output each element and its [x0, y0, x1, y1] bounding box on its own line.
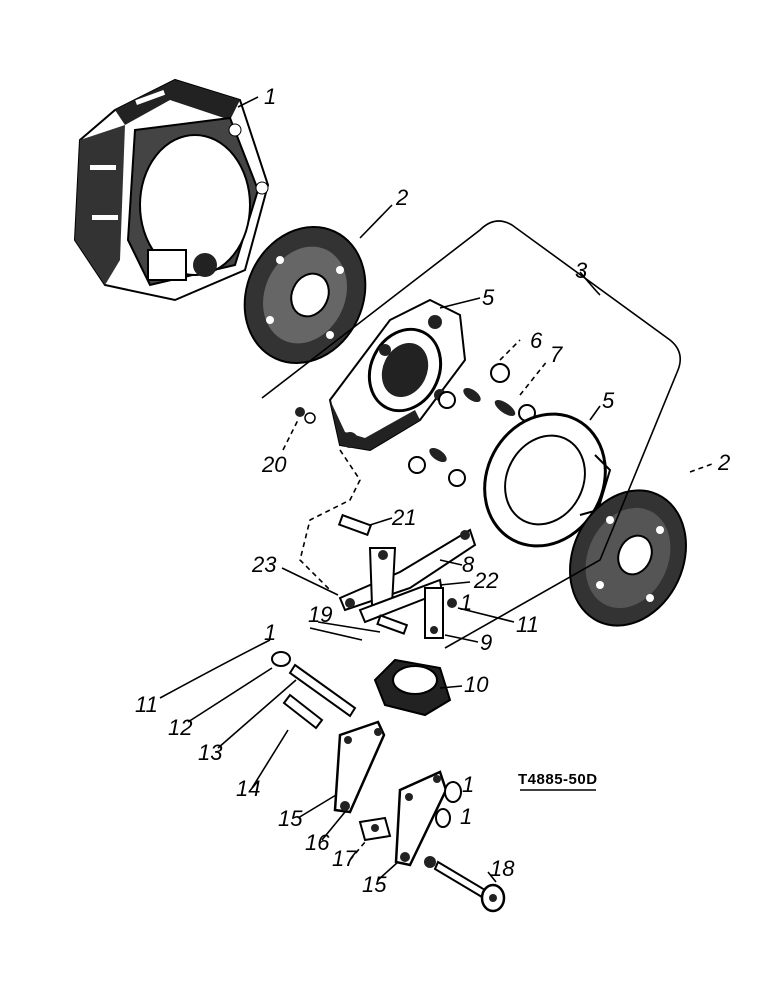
drawing-code: T4885-50D [518, 771, 598, 788]
pressure-plate-lower [483, 412, 612, 548]
callout-20: 20 [261, 452, 287, 477]
pins-12-13-14 [271, 651, 357, 730]
plate-15-lower [394, 770, 506, 913]
callout-11-right: 11 [516, 612, 539, 637]
callout-7: 7 [550, 342, 563, 367]
housing-part [73, 78, 270, 302]
callout-21: 21 [391, 505, 416, 530]
callout-5-upper-plate: 5 [482, 285, 495, 310]
callout-1-washer-b: 1 [460, 804, 472, 829]
balls-and-springs [295, 363, 536, 487]
callout-8: 8 [462, 552, 475, 577]
callout-5-lower-plate: 5 [602, 388, 615, 413]
callout-13: 13 [198, 740, 223, 765]
callout-19: 19 [308, 602, 332, 627]
callout-2-right-disc: 2 [717, 450, 730, 475]
callout-6: 6 [530, 328, 543, 353]
callout-3-bracket: 3 [575, 258, 588, 283]
friction-disc-left [243, 225, 367, 365]
callout-labels: 1 2 3 5 6 7 5 2 20 21 23 8 22 19 1 11 9 … [135, 84, 730, 897]
plate-15-upper [333, 720, 392, 842]
callout-1-mid: 1 [460, 590, 472, 615]
callout-11-left: 11 [135, 692, 158, 717]
callout-12: 12 [168, 715, 192, 740]
callout-10: 10 [464, 672, 489, 697]
linkage-assembly [338, 528, 477, 639]
pressure-plate-upper [328, 298, 467, 452]
callout-22: 22 [473, 568, 498, 593]
leader-lines [159, 96, 713, 883]
callout-16: 16 [305, 830, 330, 855]
friction-disc-right [569, 489, 687, 627]
callout-14: 14 [236, 776, 260, 801]
pin-21 [337, 513, 373, 537]
callout-9: 9 [480, 630, 492, 655]
callout-23: 23 [251, 552, 277, 577]
callout-17: 17 [332, 846, 357, 871]
callout-18: 18 [490, 856, 515, 881]
callout-1-housing: 1 [264, 84, 276, 109]
callout-1-left: 1 [264, 620, 276, 645]
lever-housing-10 [373, 658, 452, 717]
callout-1-washer-a: 1 [462, 772, 474, 797]
callout-15-upper: 15 [278, 806, 303, 831]
callout-15-lower: 15 [362, 872, 387, 897]
callout-2-left-disc: 2 [395, 185, 408, 210]
